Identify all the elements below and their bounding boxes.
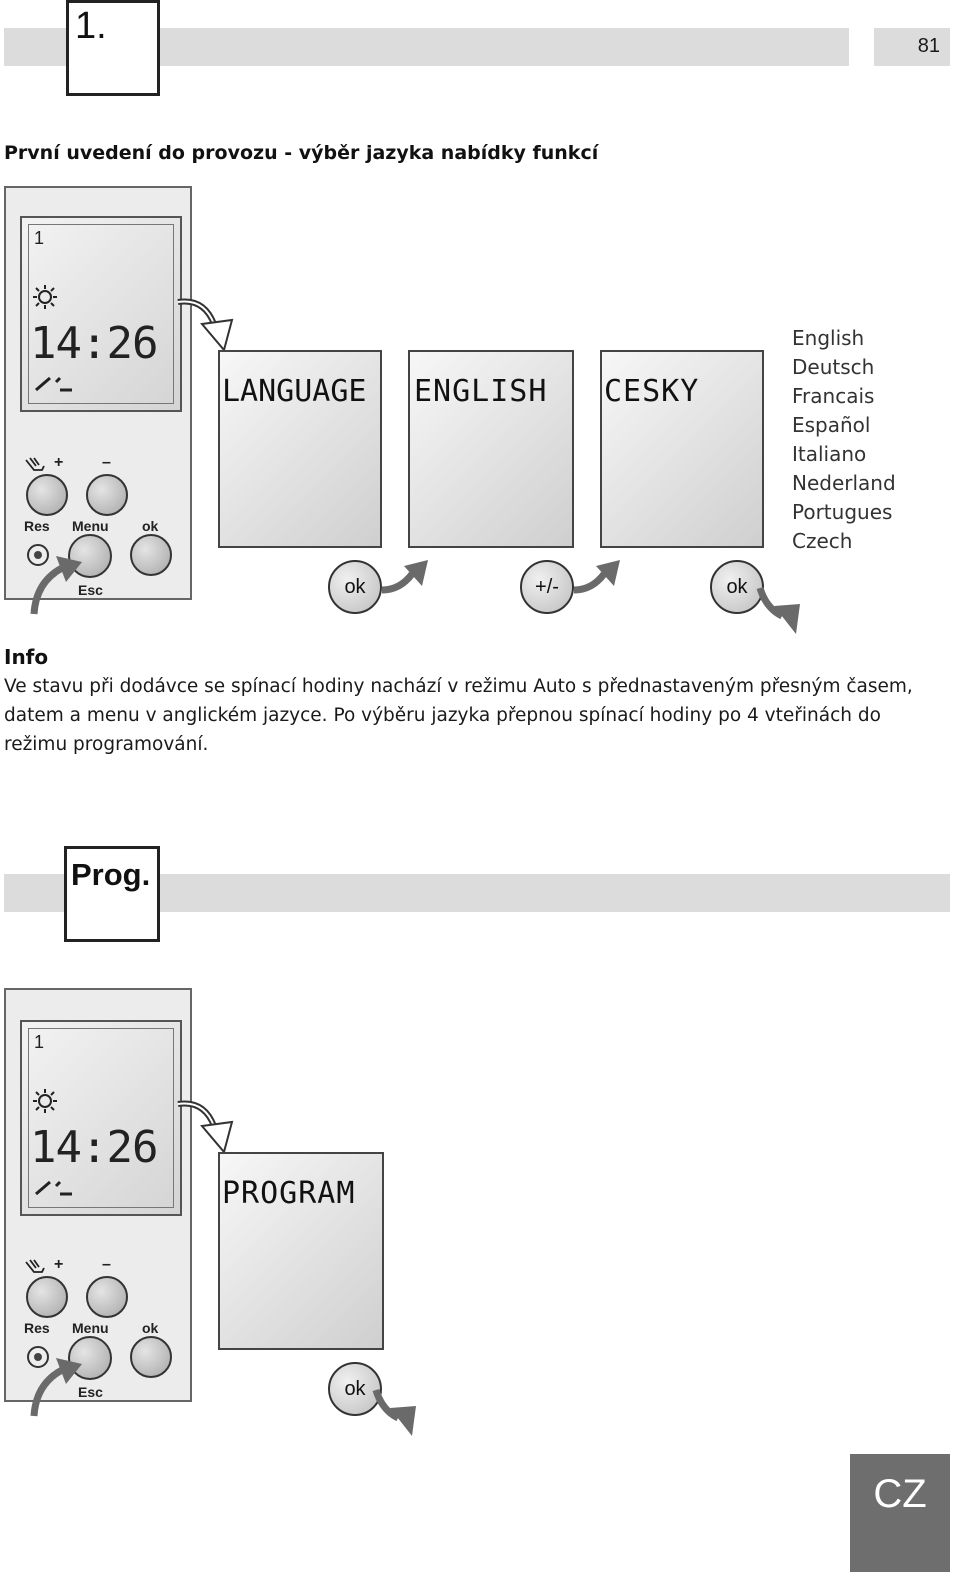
language-item: Nederland	[792, 471, 896, 495]
language-item: Portugues	[792, 500, 893, 524]
time-display: 14:26	[30, 318, 158, 369]
channel-number: 1	[34, 1032, 45, 1052]
channel-number: 1	[34, 228, 45, 248]
language-item: Czech	[792, 529, 853, 553]
hand-icon	[25, 457, 45, 471]
page-number-box: 81	[874, 28, 950, 66]
menu-label: Menu	[72, 518, 109, 534]
info-text: Ve stavu při dodávce se spínací hodiny n…	[4, 672, 913, 759]
timer-device: 1 14:26 + – Res Menu ok Esc	[4, 988, 192, 1402]
language-code: CZ	[873, 1472, 927, 1516]
menu-button[interactable]	[68, 1336, 112, 1380]
info-line: Ve stavu při dodávce se spínací hodiny n…	[4, 676, 913, 697]
language-list: English Deutsch Francais Español Italian…	[792, 324, 896, 556]
menu-label: Menu	[72, 1320, 109, 1336]
timer-device: 1 14:26 + – Res Menu ok Esc	[4, 186, 192, 600]
press-arrow-icon	[30, 556, 82, 615]
language-item: Español	[792, 413, 871, 437]
prog-header-bar	[4, 874, 950, 912]
prog-section-box: Prog.	[64, 846, 160, 942]
res-label: Res	[24, 1320, 50, 1336]
reset-button[interactable]	[27, 1346, 49, 1368]
ok-label: ok	[142, 518, 159, 534]
screen-language: LANGUAGE	[218, 350, 382, 548]
language-item: Francais	[792, 384, 875, 408]
curved-arrow-icon	[177, 298, 234, 353]
screen-cesky-text: CESKY	[604, 374, 700, 409]
language-item: Deutsch	[792, 355, 875, 379]
ok-button-2[interactable]: ok	[710, 560, 764, 614]
esc-label: Esc	[78, 582, 103, 598]
switch-icon	[35, 376, 72, 392]
plus-minus-button[interactable]: +/-	[520, 560, 574, 614]
time-display: 14:26	[30, 1122, 158, 1173]
language-code-badge: CZ	[850, 1454, 950, 1572]
sun-icon	[33, 285, 57, 309]
switch-icon	[35, 1180, 72, 1196]
res-label: Res	[24, 518, 50, 534]
press-arrow-icon	[30, 1358, 82, 1417]
esc-label: Esc	[78, 1384, 103, 1400]
info-title: Info	[4, 645, 49, 669]
screen-english-text: ENGLISH	[414, 374, 548, 409]
ok-button[interactable]	[130, 1336, 172, 1378]
page-heading: První uvedení do provozu - výběr jazyka …	[4, 142, 599, 164]
minus-button[interactable]	[86, 1276, 128, 1318]
minus-label: –	[102, 454, 111, 471]
ok-button-1[interactable]: ok	[328, 560, 382, 614]
device-screen: 1 14:26	[20, 1020, 182, 1216]
arrow-right-icon	[381, 560, 428, 594]
sun-icon	[33, 1089, 57, 1113]
plus-button[interactable]	[26, 474, 68, 516]
section-number-box: 1.	[66, 0, 160, 96]
plus-label: +	[54, 454, 64, 471]
section-number: 1.	[75, 5, 107, 47]
arrow-down-right-icon	[756, 586, 800, 634]
plus-button[interactable]	[26, 1276, 68, 1318]
screen-english: ENGLISH	[408, 350, 574, 548]
page-number: 81	[917, 35, 940, 57]
info-line: režimu programování.	[4, 734, 209, 755]
info-line: datem a menu v anglickém jazyce. Po výbě…	[4, 705, 881, 726]
screen-program-text: PROGRAM	[222, 1176, 356, 1211]
menu-button[interactable]	[68, 534, 112, 578]
screen-program: PROGRAM	[218, 1152, 384, 1350]
device-screen: 1 14:26	[20, 216, 182, 412]
reset-button[interactable]	[27, 544, 49, 566]
language-item: Italiano	[792, 442, 867, 466]
language-item: English	[792, 326, 865, 350]
arrow-right-icon	[573, 560, 620, 594]
prog-section-label: Prog.	[71, 857, 151, 892]
curved-arrow-icon	[177, 1100, 234, 1155]
screen-language-text: LANGUAGE	[222, 374, 367, 409]
arrow-down-right-icon	[372, 1388, 416, 1436]
hand-icon	[25, 1259, 45, 1273]
ok-button-3[interactable]: ok	[328, 1362, 382, 1416]
plus-label: +	[54, 1256, 64, 1273]
ok-label: ok	[142, 1320, 159, 1336]
screen-cesky: CESKY	[600, 350, 764, 548]
minus-label: –	[102, 1256, 111, 1273]
ok-button[interactable]	[130, 534, 172, 576]
minus-button[interactable]	[86, 474, 128, 516]
